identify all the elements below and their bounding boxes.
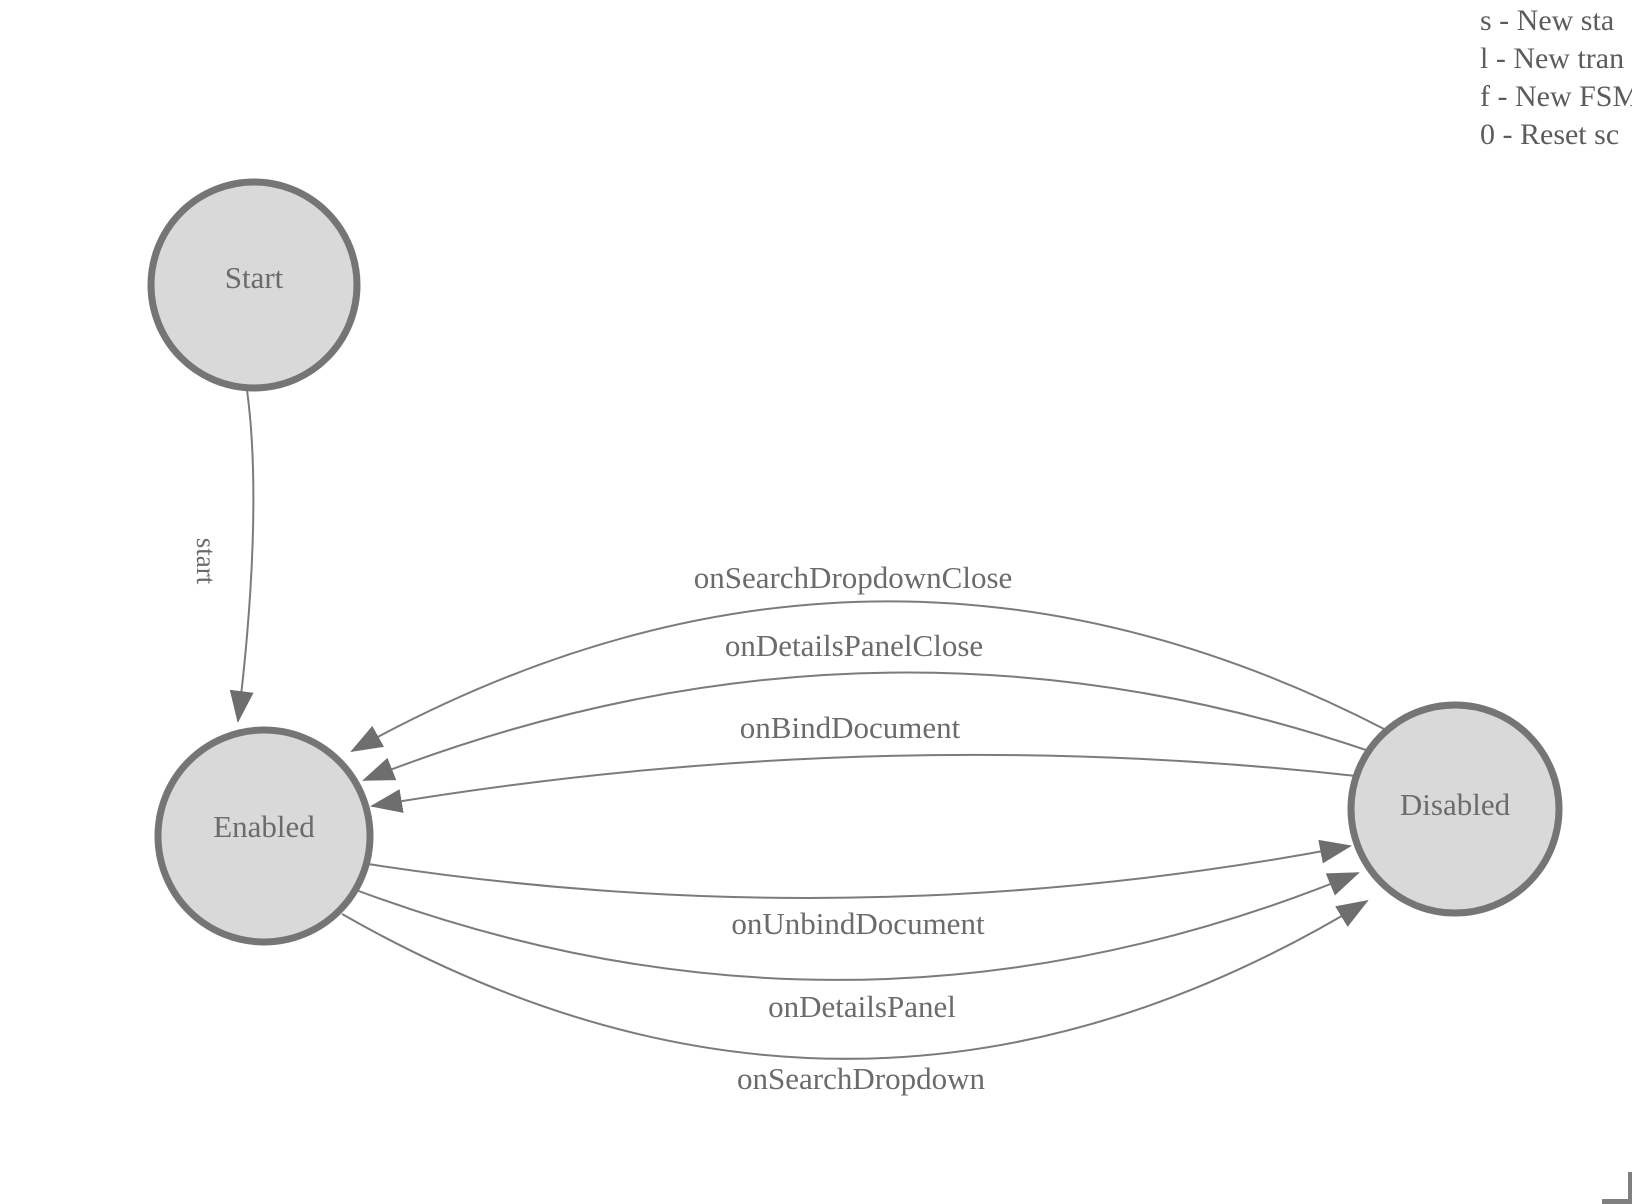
state-node-disabled[interactable]	[1347, 701, 1563, 917]
transition-label-onDetailsPanel: onDetailsPanel	[768, 989, 956, 1024]
transition-edge-onSearchDropdown	[341, 899, 1369, 1060]
canvas-corner-mark	[1602, 1172, 1632, 1204]
transition-label-start: start	[191, 538, 221, 585]
transition-edge-start	[229, 389, 255, 723]
legend-line-reset: 0 - Reset sc	[1480, 118, 1620, 151]
transition-edge-onUnbindDocument	[367, 839, 1352, 899]
shortcut-legend: s - New sta l - New tran f - New FSM 0 -…	[1480, 2, 1632, 154]
state-label-disabled: Disabled	[1400, 787, 1511, 822]
transition-edge-onSearchDropdownClose	[350, 600, 1389, 752]
state-node-start[interactable]	[147, 178, 361, 392]
transition-label-onSearchDropdown: onSearchDropdown	[737, 1061, 985, 1096]
legend-line-new-fsm: f - New FSM	[1480, 80, 1632, 113]
legend-line-new-state: s - New sta	[1480, 4, 1615, 37]
transition-edge-onDetailsPanel	[355, 872, 1360, 981]
transition-label-onUnbindDocument: onUnbindDocument	[731, 906, 985, 941]
transition-label-onSearchDropdownClose: onSearchDropdownClose	[694, 560, 1013, 595]
transition-label-onDetailsPanelClose: onDetailsPanelClose	[725, 628, 983, 663]
legend-line-new-transition: l - New tran	[1480, 42, 1625, 75]
transition-label-onBindDocument: onBindDocument	[740, 710, 961, 745]
transition-edge-onDetailsPanelClose	[362, 671, 1373, 781]
transition-edge-onBindDocument	[370, 753, 1357, 813]
state-node-enabled[interactable]	[154, 726, 374, 946]
state-label-start: Start	[225, 260, 284, 295]
state-label-enabled: Enabled	[213, 809, 315, 844]
